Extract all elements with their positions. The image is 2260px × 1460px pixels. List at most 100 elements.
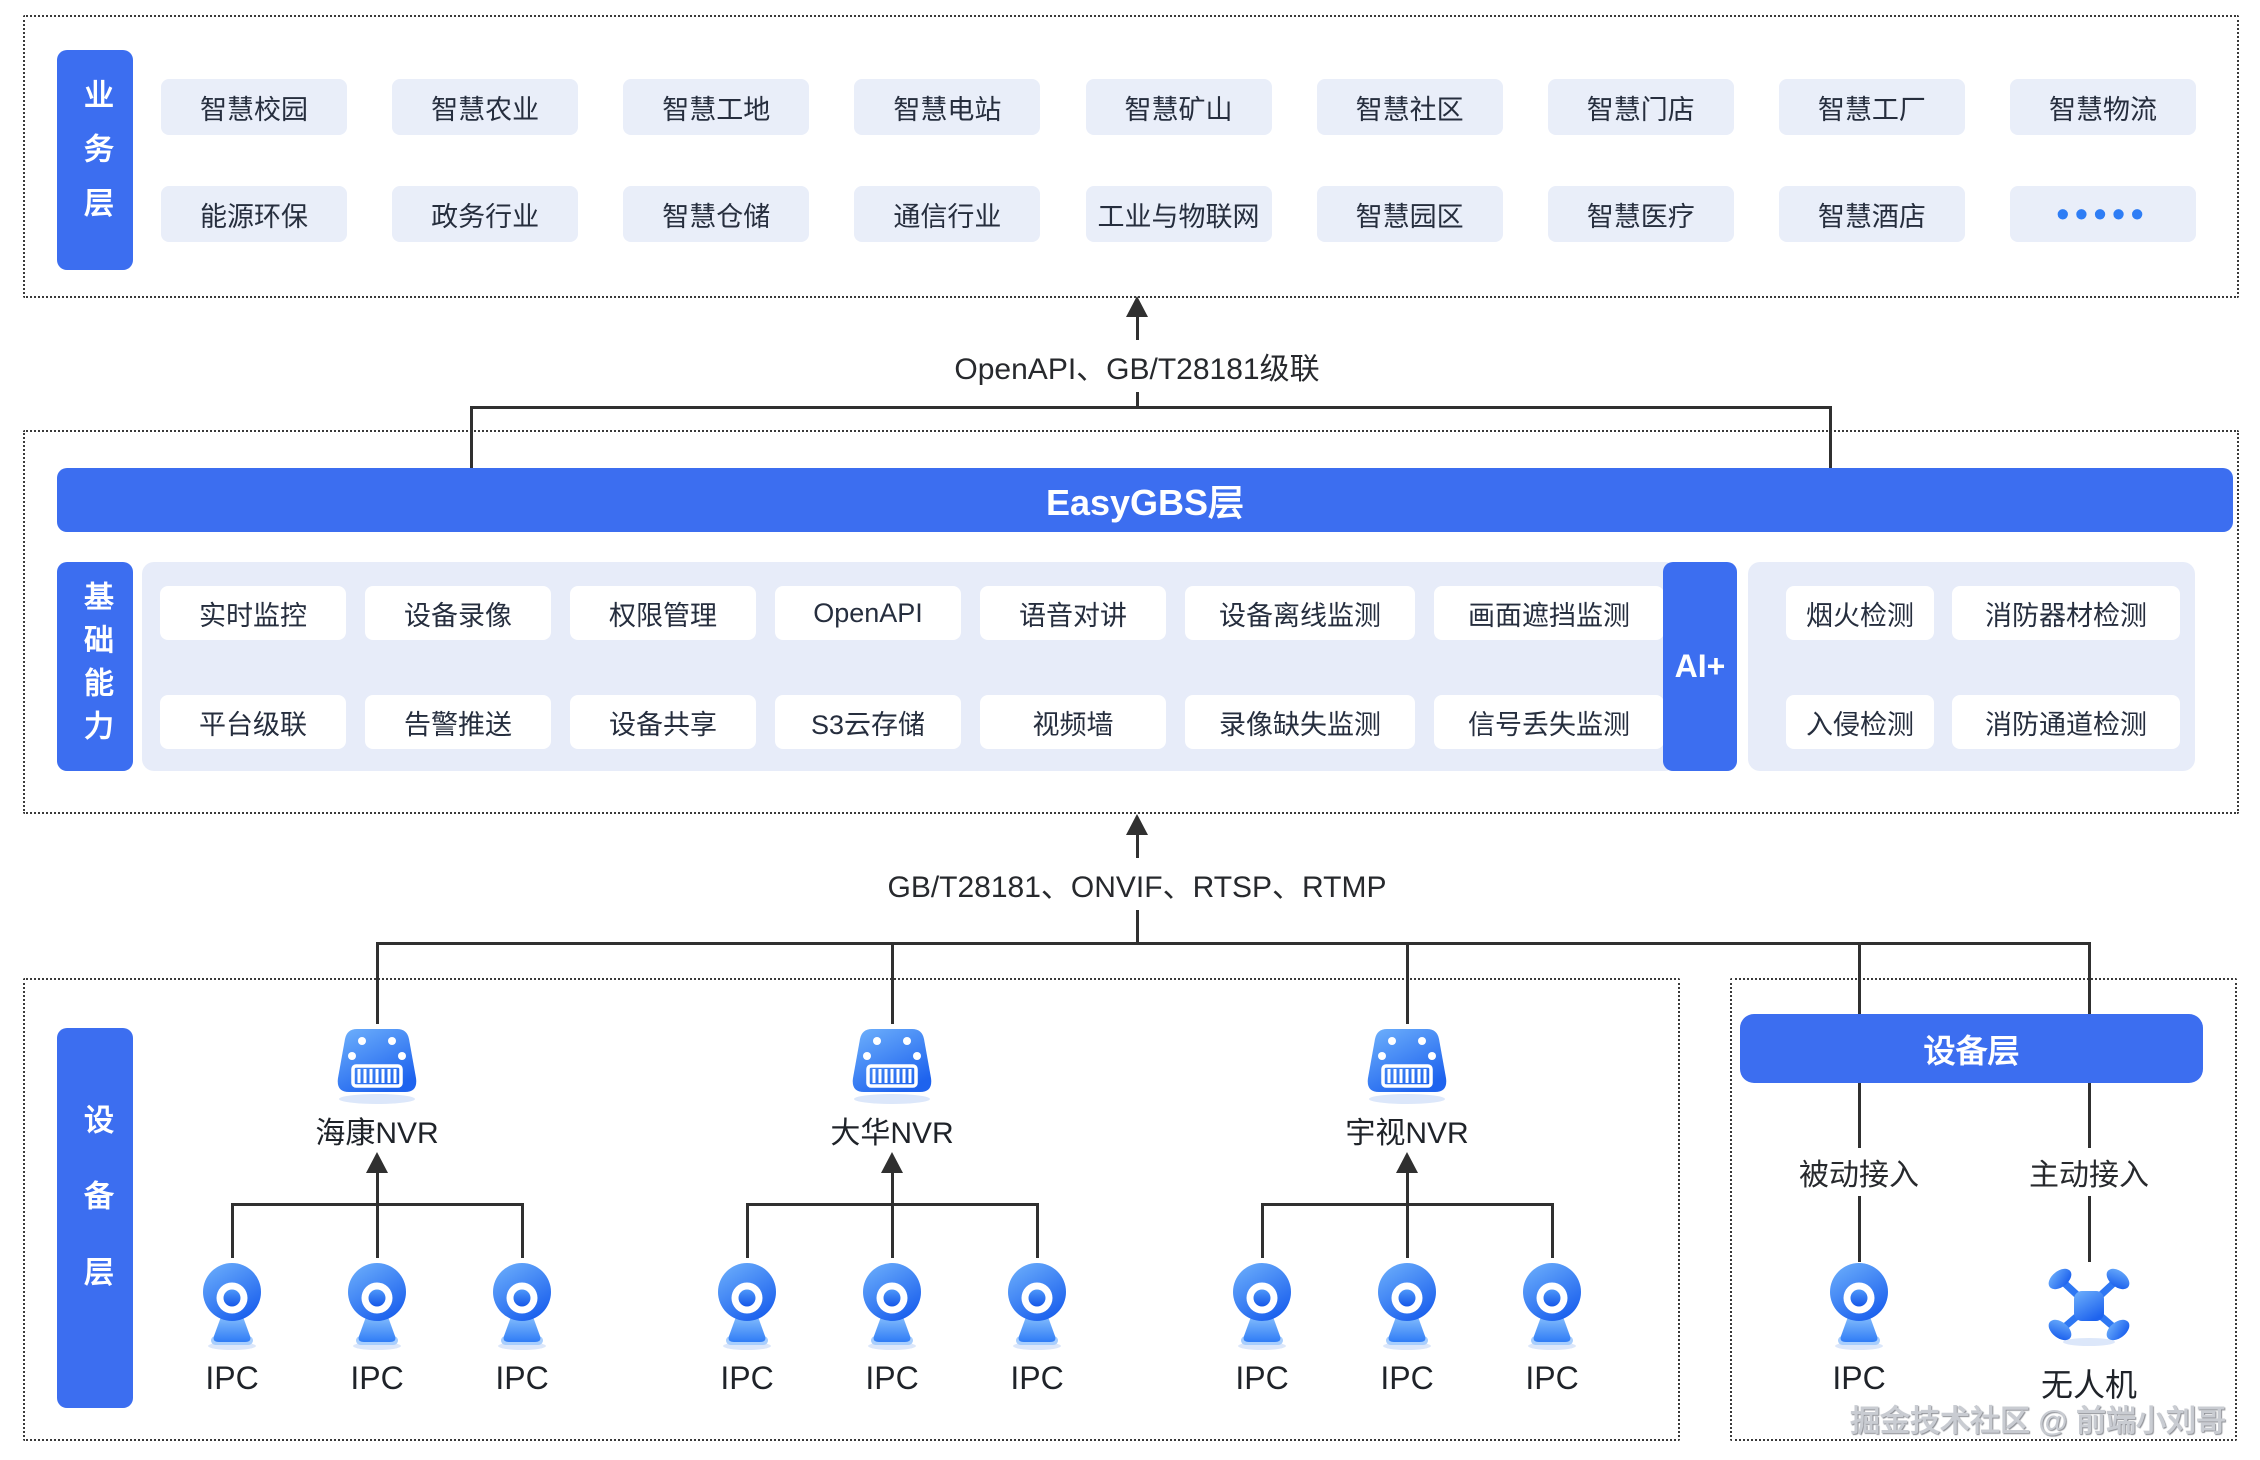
capability-chip: 权限管理 xyxy=(570,586,756,640)
business-chip: 智慧医疗 xyxy=(1547,186,1734,242)
ipc-camera-icon xyxy=(196,1262,268,1355)
ipc-drop xyxy=(231,1203,234,1258)
ipc-camera-icon xyxy=(1371,1262,1443,1355)
nvr-icon xyxy=(1359,1026,1455,1109)
device-panel-box xyxy=(1730,978,2237,1441)
easygbs-title-bar: EasyGBS层 xyxy=(57,468,2233,532)
capability-chip: 实时监控 xyxy=(160,586,346,640)
ipc-drop xyxy=(1261,1203,1264,1258)
ai-plus-label: AI+ xyxy=(1663,562,1737,771)
ipc-camera-icon xyxy=(711,1262,783,1355)
arrow-up-icon xyxy=(1396,1152,1418,1173)
business-chip: 智慧门店 xyxy=(1547,79,1734,135)
ipc-camera-icon xyxy=(486,1262,558,1355)
business-chip: 智慧矿山 xyxy=(1085,79,1272,135)
nvr-label: 大华NVR xyxy=(830,1117,954,1150)
business-chip: 智慧校园 xyxy=(161,79,347,135)
business-row-1: 智慧校园 智慧农业 智慧工地 智慧电站 智慧矿山 智慧社区 智慧门店 智慧工厂 … xyxy=(161,79,2196,135)
capability-row-1: 实时监控 设备录像 权限管理 OpenAPI 语音对讲 设备离线监测 画面遮挡监… xyxy=(160,586,1664,640)
device-layer-label: 设备层 xyxy=(57,1028,133,1408)
connector-bottom-bracket xyxy=(377,942,2089,945)
device-layer-box xyxy=(23,978,1680,1441)
group-center-line xyxy=(376,1170,379,1258)
ai-chip: 消防器材检测 xyxy=(1952,586,2180,640)
arrow-up-icon xyxy=(366,1152,388,1173)
business-chip: 通信行业 xyxy=(854,186,1041,242)
ipc-label: IPC xyxy=(720,1360,774,1396)
ai-chip: 烟火检测 xyxy=(1786,586,1934,640)
group-bracket xyxy=(1262,1203,1552,1206)
watermark: 掘金技术社区 @ 前端小刘哥 xyxy=(1850,1405,2226,1438)
nvr-label: 海康NVR xyxy=(315,1117,439,1150)
connector-top-label: OpenAPI、GB/T28181级联 xyxy=(938,340,1336,392)
group-bracket xyxy=(747,1203,1037,1206)
business-layer-box xyxy=(23,15,2239,298)
nvr-label: 宇视NVR xyxy=(1345,1117,1469,1150)
capability-chip: OpenAPI xyxy=(775,586,961,640)
capability-chip: 录像缺失监测 xyxy=(1185,695,1415,749)
business-chip: 政务行业 xyxy=(392,186,579,242)
ipc-camera-icon xyxy=(1516,1262,1588,1355)
drop-nvr-2 xyxy=(891,942,894,1024)
drop-nvr-1 xyxy=(376,942,379,1024)
connector-bottom-label: GB/T28181、ONVIF、RTSP、RTMP xyxy=(871,858,1403,910)
nvr-icon xyxy=(844,1026,940,1109)
capability-chip: 设备离线监测 xyxy=(1185,586,1415,640)
business-row-2: 能源环保 政务行业 智慧仓储 通信行业 工业与物联网 智慧园区 智慧医疗 智慧酒… xyxy=(161,186,2196,242)
capability-chip: 视频墙 xyxy=(980,695,1166,749)
drop-passive xyxy=(1858,942,1861,1262)
passive-access-label: 被动接入 xyxy=(1789,1148,1929,1196)
group-center-line xyxy=(1406,1170,1409,1258)
ipc-drop xyxy=(1551,1203,1554,1258)
ipc-label: IPC xyxy=(495,1360,549,1396)
ai-chip: 入侵检测 xyxy=(1786,695,1934,749)
capability-chip: 语音对讲 xyxy=(980,586,1166,640)
ipc-label: IPC xyxy=(1235,1360,1289,1396)
arrow-up-icon xyxy=(881,1152,903,1173)
ipc-drop xyxy=(1036,1203,1039,1258)
business-chip: 智慧酒店 xyxy=(1778,186,1965,242)
capability-chip: 画面遮挡监测 xyxy=(1434,586,1664,640)
ipc-drop xyxy=(746,1203,749,1258)
capability-chip: 平台级联 xyxy=(160,695,346,749)
arrow-up-icon xyxy=(1126,296,1148,317)
connector-top-bracket xyxy=(471,406,1832,409)
capability-chip: S3云存储 xyxy=(775,695,961,749)
ipc-label: IPC xyxy=(1525,1360,1579,1396)
capability-chip: 告警推送 xyxy=(365,695,551,749)
ai-row-1: 烟火检测 消防器材检测 xyxy=(1786,586,2180,640)
bracket-left-drop xyxy=(470,406,473,470)
ipc-label: IPC xyxy=(350,1360,404,1396)
ipc-camera-icon xyxy=(1001,1262,1073,1355)
group-center-line xyxy=(891,1170,894,1258)
business-chip-more: ••••• xyxy=(2010,186,2196,242)
ipc-label: IPC xyxy=(1832,1360,1886,1396)
business-chip: 智慧农业 xyxy=(392,79,579,135)
business-chip: 智慧工地 xyxy=(623,79,810,135)
nvr-icon xyxy=(329,1026,425,1109)
business-chip: 智慧园区 xyxy=(1316,186,1503,242)
ipc-camera-icon xyxy=(1823,1262,1895,1355)
ipc-label: IPC xyxy=(1010,1360,1064,1396)
business-chip: 智慧仓储 xyxy=(623,186,810,242)
bracket-right-drop xyxy=(1829,406,1832,470)
ipc-label: IPC xyxy=(1380,1360,1434,1396)
capability-row-2: 平台级联 告警推送 设备共享 S3云存储 视频墙 录像缺失监测 信号丢失监测 xyxy=(160,695,1664,749)
drop-nvr-3 xyxy=(1406,942,1409,1024)
ai-row-2: 入侵检测 消防通道检测 xyxy=(1786,695,2180,749)
drop-active xyxy=(2088,942,2091,1262)
capability-chip: 信号丢失监测 xyxy=(1434,695,1664,749)
active-access-label: 主动接入 xyxy=(2019,1148,2159,1196)
business-chip: 智慧电站 xyxy=(854,79,1041,135)
ipc-camera-icon xyxy=(1226,1262,1298,1355)
capability-label: 基础能力 xyxy=(57,562,133,771)
ipc-camera-icon xyxy=(341,1262,413,1355)
business-chip: 智慧物流 xyxy=(2010,79,2196,135)
business-chip: 智慧社区 xyxy=(1316,79,1503,135)
ipc-label: IPC xyxy=(865,1360,919,1396)
arrow-up-icon xyxy=(1126,814,1148,835)
capability-chip: 设备录像 xyxy=(365,586,551,640)
drone-label: 无人机 xyxy=(2040,1367,2138,1403)
ipc-label: IPC xyxy=(205,1360,259,1396)
